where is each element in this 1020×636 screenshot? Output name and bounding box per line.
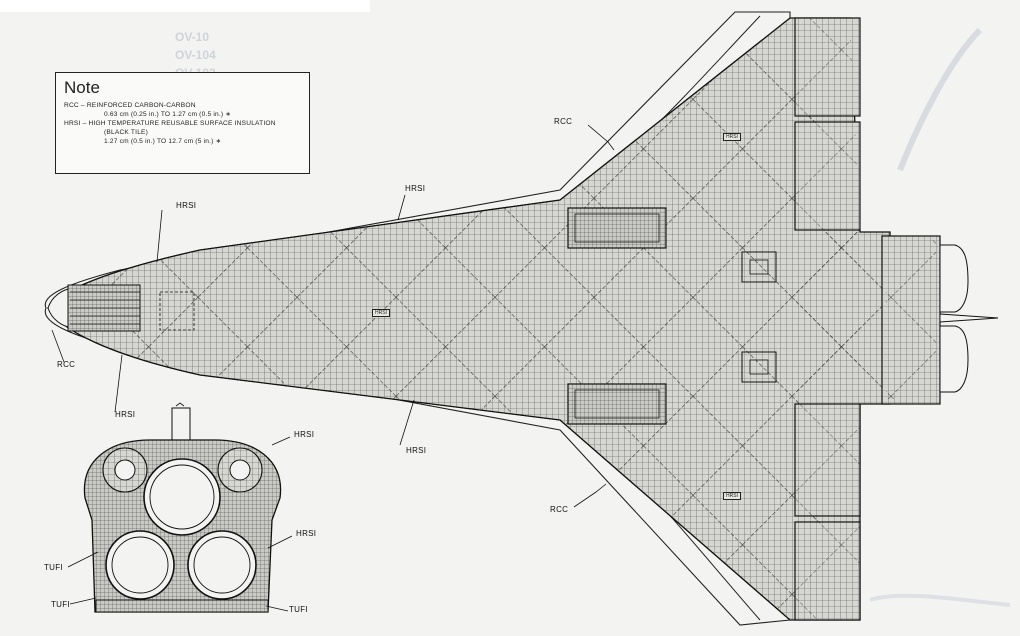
callout-hrsi-aft-right: HRSI [296,529,317,538]
callout-hrsi-fuselage-bottom: HRSI [406,446,427,455]
bleed-text-1: OV-10 [175,30,210,44]
callout-hrsi-nose-bottom: HRSI [115,410,136,419]
ssme-top [143,458,221,536]
callout-tufi-bottom-right: TUFI [289,605,308,614]
callout-hrsi-fuselage-top: HRSI [405,184,426,193]
top-mask-strip [0,0,370,12]
callout-tufi-bottom-left: TUFI [51,600,70,609]
note-title: Note [64,78,100,97]
main-gear-door-bottom [567,383,667,425]
main-gear-door-top [567,207,667,249]
note-box: Note RCC – REINFORCED CARBON-CARBON 0.63… [55,72,310,174]
note-line-hrsi-subtitle: (BLACK TILE) [104,129,149,136]
callout-rcc-nose: RCC [57,360,76,369]
ssme-bottom-left [105,530,175,600]
note-line-hrsi-thickness: 1.27 cm (0.5 in.) TO 12.7 cm (5 in.) ∗ [104,138,222,145]
callout-rcc-bottom: RCC [550,505,569,514]
callout-hrsi-aft-top: HRSI [294,430,315,439]
tail-spike [939,313,999,323]
engine-bell-upper [939,244,969,313]
note-line-rcc-thickness: 0.63 cm (0.25 in.) TO 1.27 cm (0.5 in.) … [104,111,232,118]
ssme-bottom-right [187,530,257,600]
note-line-rcc: RCC – REINFORCED CARBON-CARBON [64,102,196,109]
aft-body-flap [95,599,269,613]
region-tag-fuselage: HRSI [372,309,390,317]
callout-rcc-top: RCC [554,117,573,126]
callout-hrsi-nose-top: HRSI [176,201,197,210]
callout-tufi-left: TUFI [44,563,63,572]
note-line-hrsi: HRSI – HIGH TEMPERATURE REUSABLE SURFACE… [64,120,276,127]
bleed-text-2: OV-104 [175,48,216,62]
region-tag-wing-right: HRSI [723,492,741,500]
engine-bell-lower [939,325,969,393]
region-tag-wing-left: HRSI [723,133,741,141]
aft-view [67,402,293,613]
